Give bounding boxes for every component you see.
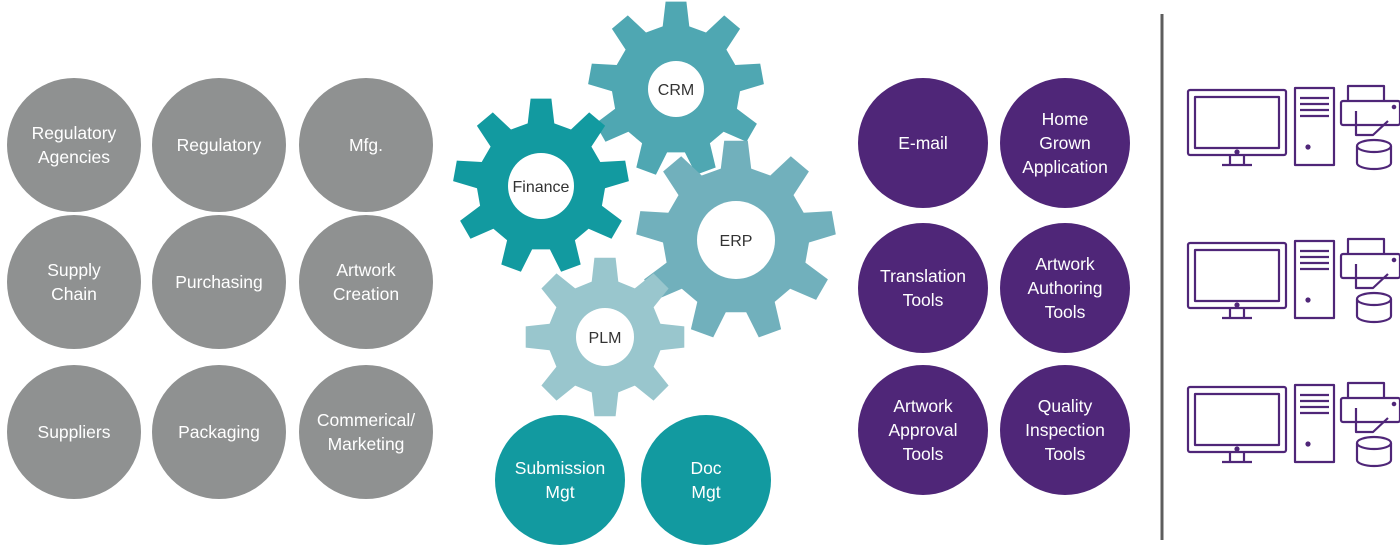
- tool-circle-label: Tools: [1045, 302, 1086, 322]
- tool-circle-label: Artwork: [893, 396, 953, 416]
- gear-label: PLM: [589, 330, 622, 347]
- gear-hub: [508, 153, 574, 219]
- tool-circle-label: Approval: [888, 420, 957, 440]
- gear-label: Finance: [513, 179, 570, 196]
- department-circle-shape: [299, 78, 433, 212]
- department-circle-shape: [7, 78, 141, 212]
- department-circle-mfg: Mfg.: [299, 78, 433, 212]
- tool-circle-shape: [1000, 223, 1130, 353]
- department-circle-label: Artwork: [336, 260, 396, 280]
- tool-circle-label: Artwork: [1035, 254, 1095, 274]
- tool-circle-shape: [858, 365, 988, 495]
- computer-workstation-icon: [1186, 237, 1400, 324]
- tool-circle-shape: [1000, 78, 1130, 208]
- department-circle-label: Marketing: [328, 434, 405, 454]
- department-circle-label: Purchasing: [175, 272, 263, 292]
- department-circle-shape: [299, 365, 433, 499]
- tool-circle-label: Home: [1042, 109, 1089, 129]
- gear-hub: [648, 61, 704, 117]
- tool-circle-shape: [858, 223, 988, 353]
- department-circle-commerical-marketing: Commerical/Marketing: [299, 365, 433, 499]
- management-circle-shape: [495, 415, 625, 545]
- tool-circles: E-mail HomeGrownApplicationTranslationToo…: [858, 78, 1130, 495]
- tool-circle-label: Application: [1022, 157, 1108, 177]
- tool-circle-label: Quality: [1038, 396, 1093, 416]
- department-circle-label: Regulatory: [32, 123, 117, 143]
- gear-hub: [697, 201, 775, 279]
- department-circle-label: Mfg.: [349, 135, 383, 155]
- computer-workstation-icon: [1186, 381, 1400, 468]
- department-circle-purchasing: Purchasing: [152, 215, 286, 349]
- department-circle-label: Packaging: [178, 422, 260, 442]
- gear-hub: [576, 308, 634, 366]
- tool-circle-shape: [858, 78, 988, 208]
- workstation-icons: [1186, 84, 1400, 468]
- gear-label: ERP: [720, 233, 753, 250]
- department-circle-shape: [299, 215, 433, 349]
- tool-circle-label: Tools: [903, 290, 944, 310]
- tool-circle-label: Grown: [1039, 133, 1091, 153]
- department-circle-shape: [152, 365, 286, 499]
- department-circle-label: Chain: [51, 284, 97, 304]
- tool-circle-label: Inspection: [1025, 420, 1105, 440]
- department-circle-label: Suppliers: [38, 422, 111, 442]
- tool-circle-label: E-mail: [898, 133, 948, 153]
- tool-circle-e-mail: E-mail: [858, 78, 988, 208]
- department-circle-label: Regulatory: [177, 135, 262, 155]
- tool-circle-shape: [1000, 365, 1130, 495]
- management-circle-shape: [641, 415, 771, 545]
- department-circle-packaging: Packaging: [152, 365, 286, 499]
- management-circle-label: Mgt: [691, 482, 720, 502]
- department-circle-shape: [152, 215, 286, 349]
- department-circle-regulatory: Regulatory: [152, 78, 286, 212]
- management-circle-label: Mgt: [545, 482, 574, 502]
- gear-crm: CRM: [588, 1, 764, 175]
- tool-circle-label: Tools: [1045, 444, 1086, 464]
- department-circle-label: Supply: [47, 260, 101, 280]
- tool-circle-label: Tools: [903, 444, 944, 464]
- gear-erp: ERP: [636, 140, 836, 338]
- gear-plm: PLM: [525, 257, 685, 417]
- department-circle-label: Creation: [333, 284, 399, 304]
- management-circle-label: Submission: [515, 458, 605, 478]
- tool-circle-label: Translation: [880, 266, 966, 286]
- department-circle-shape: [7, 215, 141, 349]
- department-circle-label: Commerical/: [317, 410, 415, 430]
- department-circle-suppliers: Suppliers: [7, 365, 141, 499]
- department-circle-shape: [152, 78, 286, 212]
- management-circle-label: Doc: [690, 458, 721, 478]
- gear-label: CRM: [658, 82, 694, 99]
- department-circle-label: Agencies: [38, 147, 110, 167]
- gear-finance: Finance: [453, 98, 629, 272]
- department-circle-shape: [7, 365, 141, 499]
- computer-workstation-icon: [1186, 84, 1400, 171]
- tool-circle-label: Authoring: [1028, 278, 1103, 298]
